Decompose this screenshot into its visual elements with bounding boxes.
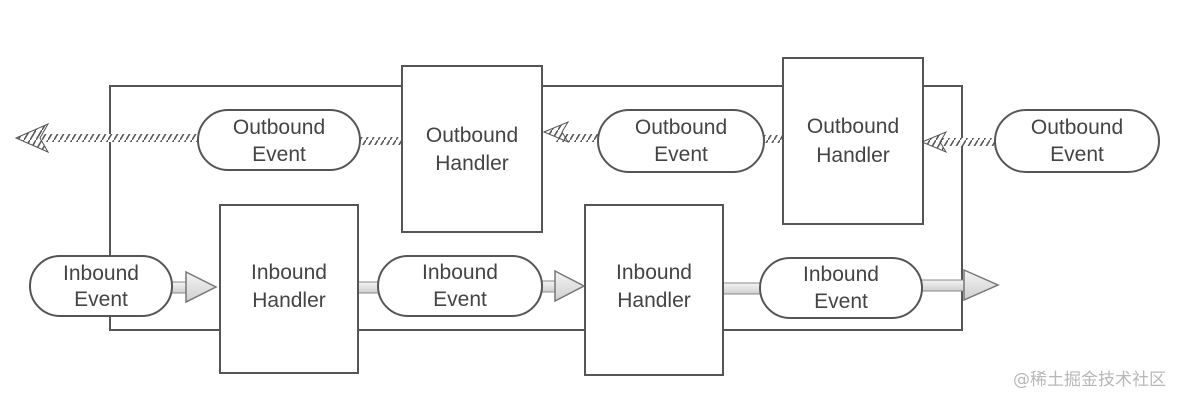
inbound-arrow-shaft bbox=[721, 282, 763, 295]
outbound-event-right-line2: Event bbox=[1050, 143, 1104, 166]
inbound-handler-left: Inbound Handler bbox=[219, 204, 359, 374]
inbound-arrow-head bbox=[963, 268, 1000, 302]
outbound-handler-right-line1: Outbound bbox=[807, 115, 899, 138]
outbound-arrow-shaft bbox=[556, 134, 604, 142]
inbound-event-mid-line1: Inbound bbox=[422, 261, 498, 284]
outbound-handler-left-line1: Outbound bbox=[426, 124, 518, 147]
inbound-event-left: Inbound Event bbox=[29, 255, 173, 317]
outbound-flow-arrows bbox=[14, 120, 998, 154]
outbound-event-mid-line1: Outbound bbox=[635, 116, 727, 139]
outbound-arrow-shaft bbox=[762, 135, 786, 143]
inbound-handler-left-line1: Inbound bbox=[251, 261, 327, 284]
inbound-arrow-shaft bbox=[919, 279, 971, 292]
outbound-handler-left: Outbound Handler bbox=[401, 65, 543, 233]
outbound-arrow-shaft bbox=[356, 137, 404, 145]
inbound-event-left-line2: Event bbox=[74, 288, 128, 311]
outbound-handler-right-line2: Handler bbox=[816, 144, 890, 167]
outbound-event-right-line1: Outbound bbox=[1031, 116, 1123, 139]
outbound-handler-left-line2: Handler bbox=[435, 152, 509, 175]
inbound-event-right-line1: Inbound bbox=[803, 263, 879, 286]
inbound-arrow-shaft bbox=[355, 281, 381, 294]
outbound-event-mid: Outbound Event bbox=[597, 109, 765, 173]
inbound-handler-right-line1: Inbound bbox=[616, 261, 692, 284]
outbound-arrow-head bbox=[14, 122, 50, 154]
outbound-event-mid-line2: Event bbox=[654, 143, 708, 166]
outbound-arrow-shaft bbox=[934, 138, 998, 146]
inbound-event-mid: Inbound Event bbox=[377, 255, 543, 317]
watermark: @稀土掘金技术社区 bbox=[1013, 370, 1166, 390]
outbound-arrow-head bbox=[920, 130, 948, 154]
inbound-event-right-line2: Event bbox=[814, 290, 868, 313]
inbound-arrow-head bbox=[185, 270, 218, 304]
inbound-event-mid-line2: Event bbox=[433, 288, 487, 311]
inbound-arrow-head bbox=[554, 269, 586, 303]
inbound-handler-left-line2: Handler bbox=[252, 289, 326, 312]
outbound-event-left: Outbound Event bbox=[197, 109, 361, 171]
outbound-arrow-head bbox=[542, 120, 570, 144]
inbound-event-left-line1: Inbound bbox=[63, 262, 139, 285]
outbound-arrow-shaft bbox=[36, 134, 204, 142]
outbound-event-left-line1: Outbound bbox=[233, 116, 325, 139]
inbound-handler-right: Inbound Handler bbox=[584, 204, 724, 376]
outbound-handler-right: Outbound Handler bbox=[782, 57, 924, 225]
outbound-event-right: Outbound Event bbox=[994, 109, 1160, 173]
outbound-event-left-line2: Event bbox=[252, 143, 306, 166]
inbound-handler-right-line2: Handler bbox=[617, 289, 691, 312]
inbound-event-right: Inbound Event bbox=[759, 257, 923, 319]
